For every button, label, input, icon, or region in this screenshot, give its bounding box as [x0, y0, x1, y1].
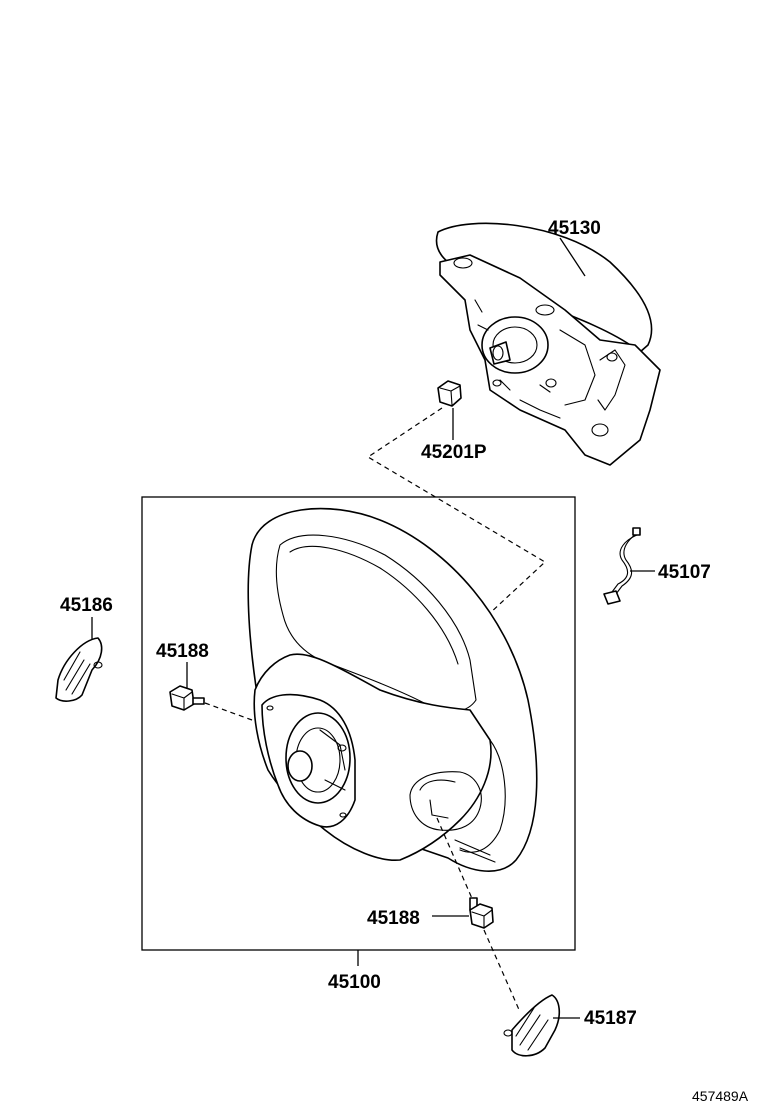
screw-45188-upper[interactable]	[169, 685, 205, 711]
label-45187: 45187	[584, 1008, 637, 1029]
cover-45186[interactable]	[55, 637, 103, 702]
steering-wheel-45100[interactable]	[247, 507, 538, 872]
nut-45201P[interactable]	[437, 380, 462, 407]
wire-harness-45107[interactable]	[603, 527, 641, 605]
label-45107: 45107	[658, 562, 711, 583]
dash-line-upper-screw	[204, 702, 253, 721]
dash-line-lower-screw-top	[436, 817, 475, 904]
dash-line-nut	[366, 407, 546, 628]
label-45186: 45186	[60, 595, 113, 616]
label-45100: 45100	[328, 972, 381, 993]
label-45188-lower: 45188	[367, 908, 420, 929]
screw-45188-lower[interactable]	[469, 897, 494, 929]
label-45130: 45130	[548, 218, 601, 239]
reference-code: 457489A	[692, 1088, 749, 1104]
cover-45187[interactable]	[503, 994, 561, 1057]
label-45188-upper: 45188	[156, 641, 209, 662]
airbag-pad-45130[interactable]	[435, 222, 661, 466]
dash-line-lower-screw-bottom	[483, 929, 521, 1013]
leader-45130	[559, 237, 586, 277]
label-45201P: 45201P	[421, 442, 487, 463]
